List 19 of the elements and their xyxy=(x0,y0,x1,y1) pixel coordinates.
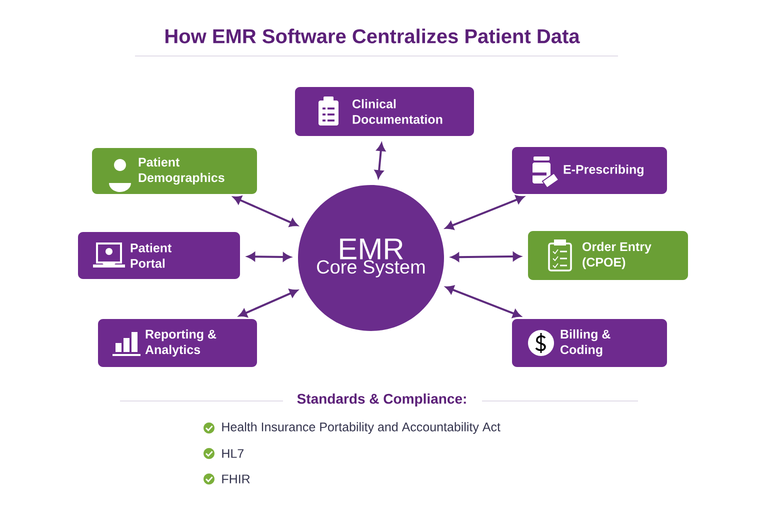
module-box: Clinical Documentation xyxy=(295,87,474,136)
section-heading: Standards & Compliance: xyxy=(297,393,466,407)
module-box: Patient Portal xyxy=(78,232,240,279)
module-box: E-Prescribing xyxy=(512,147,667,194)
module-box: Reporting & Analytics xyxy=(98,319,257,367)
double-arrow xyxy=(446,286,521,318)
double-arrow xyxy=(247,252,291,262)
list-item: FHIR xyxy=(222,474,250,484)
double-arrow xyxy=(445,195,524,230)
title: How EMR Software Centralizes Patient Data xyxy=(166,28,580,44)
double-arrow xyxy=(374,143,386,178)
list-item: HL7 xyxy=(222,449,244,458)
module-box: Billing & Coding xyxy=(512,319,667,367)
double-arrow xyxy=(238,289,298,318)
list-item: Health Insurance Portability and Accountability Act xyxy=(222,422,500,434)
module-box: Order Entry (CPOE) xyxy=(528,231,688,280)
module-box: Patient Demographics xyxy=(92,148,257,194)
double-arrow xyxy=(233,196,298,227)
double-arrow xyxy=(451,252,521,262)
